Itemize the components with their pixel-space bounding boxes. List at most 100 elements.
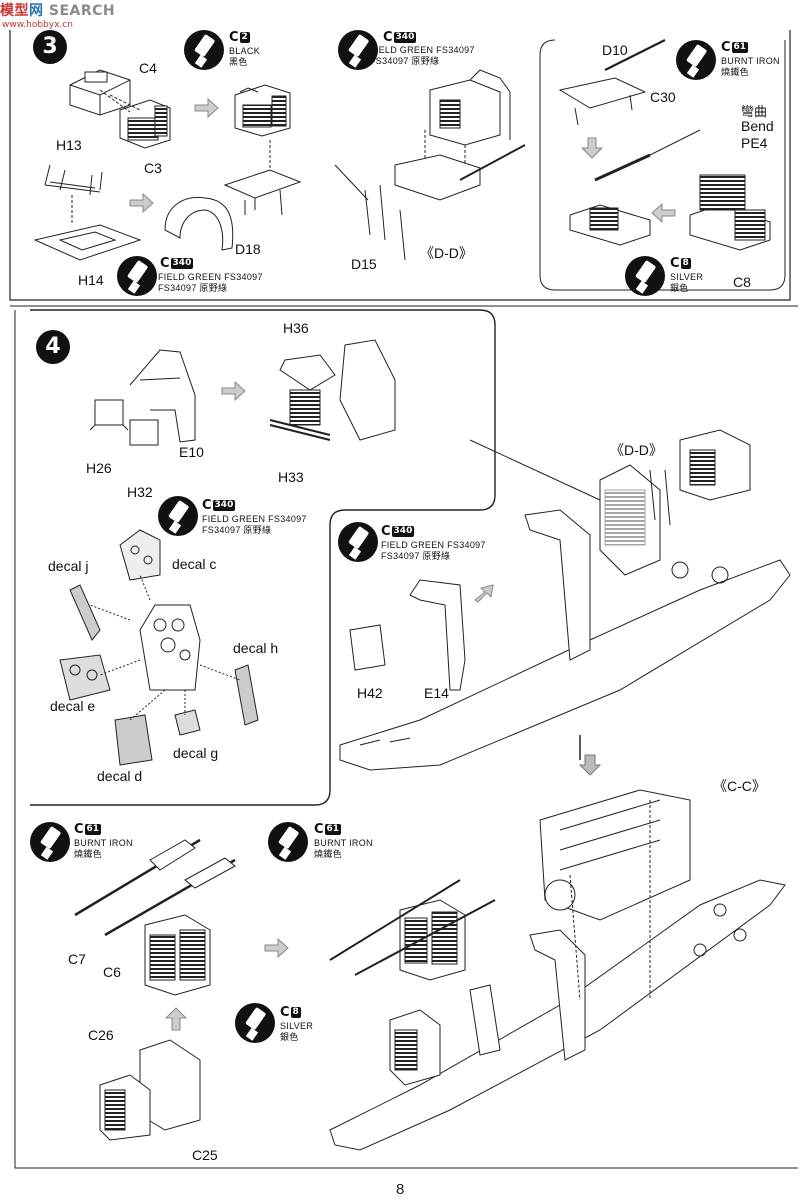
part-c7-art xyxy=(74,838,201,917)
engine-art xyxy=(539,789,691,921)
paint-brush-icon xyxy=(158,496,198,536)
paint-green-b-name: FIELD GREEN FS34097 xyxy=(158,272,263,282)
part-c7-label: C7 xyxy=(68,951,86,967)
part-h14-art xyxy=(33,224,142,261)
paint4-iron-b-cn: 燒鐵色 xyxy=(314,849,342,859)
decal-g-label: decal g xyxy=(173,745,219,761)
part-gun-upper-art xyxy=(594,129,701,182)
decal-e-label: decal e xyxy=(50,698,96,714)
part-c30-label: C30 xyxy=(650,89,676,105)
paint-silver-cn: 銀色 xyxy=(670,283,689,293)
paint-black-name: BLACK xyxy=(229,46,261,56)
paint4-green-a-cn: FS34097 原野綠 xyxy=(202,525,272,535)
paint-brush-icon xyxy=(676,40,716,80)
part-c6-art xyxy=(104,857,236,937)
paint-green-b-cn: FS34097 原野綠 xyxy=(158,283,228,293)
watermark-brand-a: 模型 xyxy=(0,3,29,19)
part-c6-label: C6 xyxy=(103,964,121,980)
part-c30-art xyxy=(558,77,647,126)
part-h13-label: H13 xyxy=(56,137,82,153)
paint4-iron-b-name: BURNT IRON xyxy=(314,838,373,848)
paint-green-a-name: FIELD GREEN FS34097 xyxy=(370,45,475,55)
watermark-logo: 模型网 SEARCH xyxy=(0,0,115,20)
paint-brush-icon xyxy=(235,1003,275,1043)
step-4-number: 4 xyxy=(36,330,70,364)
part-c25-label: C25 xyxy=(192,1147,218,1163)
part-e14-art xyxy=(409,579,466,691)
part-h42-label: H42 xyxy=(357,685,383,701)
part-d15-label: D15 xyxy=(351,256,377,272)
page-number: 8 xyxy=(396,1181,405,1198)
lower-fuselage-art xyxy=(329,879,786,1151)
part-e10-label: E10 xyxy=(179,444,204,460)
watermark-search: SEARCH xyxy=(48,3,116,19)
decal-d-label: decal d xyxy=(97,768,143,784)
decal-c-label: decal c xyxy=(172,556,217,572)
decal-c-art xyxy=(119,529,161,581)
cockpit-floor-art xyxy=(339,429,791,771)
decal-e-art xyxy=(59,654,111,701)
paint-brush-icon xyxy=(30,822,70,862)
part-d18-label: D18 xyxy=(235,241,261,257)
part-c8-seat-art xyxy=(569,204,651,246)
view-dd-label-step4: 《D-D》 xyxy=(610,442,663,458)
watermark-brand-b: 网 xyxy=(29,3,44,19)
part-h36-art xyxy=(279,339,396,441)
part-h26-art xyxy=(89,399,129,431)
part-c26-art xyxy=(99,1074,151,1141)
paint4-iron-a-cn: 燒鐵色 xyxy=(74,849,102,859)
view-cc-label: 《C-C》 xyxy=(713,778,766,794)
paint-brush-icon xyxy=(268,822,308,862)
part-h14-label: H14 xyxy=(78,272,104,288)
watermark-url: www.hobbyx.cn xyxy=(2,20,73,30)
step-3-number: 3 xyxy=(33,30,67,64)
paint-black-cn: 黑色 xyxy=(229,57,248,67)
instrument-panel-art xyxy=(139,604,201,691)
decal-j-label: decal j xyxy=(48,558,89,574)
part-h33-art xyxy=(269,389,331,441)
part-c3-label: C3 xyxy=(144,160,162,176)
paint-brush-icon xyxy=(184,30,224,70)
paint4-silver-cn: 銀色 xyxy=(280,1032,299,1042)
part-pe4-art xyxy=(689,174,771,251)
part-floor-art xyxy=(223,169,302,216)
part-c26-label: C26 xyxy=(88,1027,114,1043)
part-h32-art xyxy=(129,419,159,446)
paint-iron-name: BURNT IRON xyxy=(721,56,780,66)
paint-brush-icon xyxy=(117,256,157,296)
part-h13-art xyxy=(44,164,103,196)
paint-brush-icon xyxy=(625,256,665,296)
part-d10-art xyxy=(604,39,666,71)
paint-brush-icon xyxy=(338,522,378,562)
part-dd-assembly-art xyxy=(364,69,526,261)
part-c4-art xyxy=(69,69,131,116)
paint4-green-a-name: FIELD GREEN FS34097 xyxy=(202,514,307,524)
bend-part-label: PE4 xyxy=(741,135,768,151)
part-h26-label: H26 xyxy=(86,460,112,476)
paint-green-a-cn: FS34097 原野綠 xyxy=(370,56,440,66)
decal-j-art xyxy=(69,584,101,641)
paint-brush-icon xyxy=(338,30,378,70)
paint-silver-name: SILVER xyxy=(670,272,704,282)
paint4-silver-name: SILVER xyxy=(280,1021,314,1031)
bend-label-en: Bend xyxy=(741,118,774,134)
part-e10-art xyxy=(129,349,196,443)
decal-g-art xyxy=(174,709,201,736)
part-c4-label: C4 xyxy=(139,60,157,76)
part-d18-art xyxy=(164,196,234,251)
gun-cover-art xyxy=(144,914,211,996)
bend-label-cn: 彎曲 xyxy=(741,105,768,120)
part-h32-label: H32 xyxy=(127,484,153,500)
decal-h-label: decal h xyxy=(233,640,279,656)
part-c8-label: C8 xyxy=(733,274,751,290)
paint4-green-b-cn: FS34097 原野綠 xyxy=(381,551,451,561)
